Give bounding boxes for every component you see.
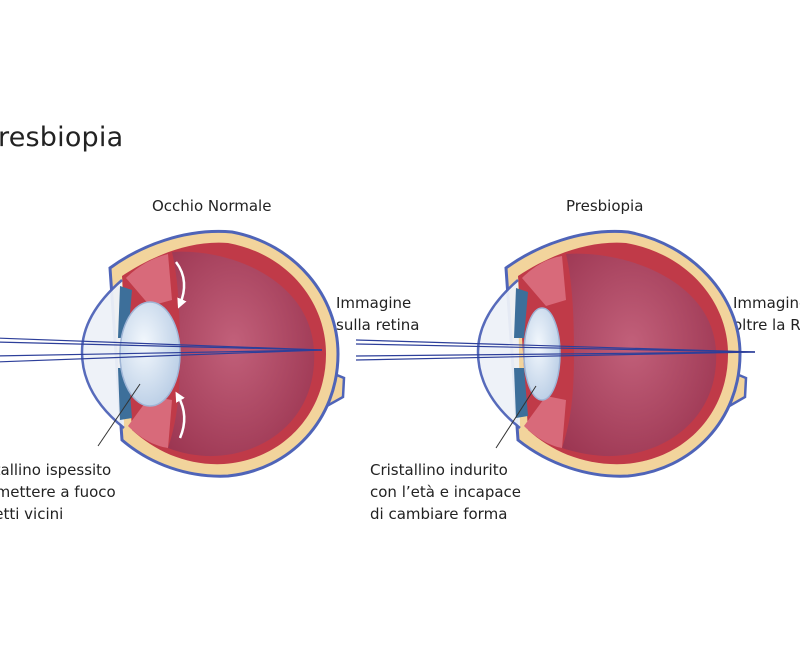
ciliary-body-bottom (128, 396, 172, 448)
label-line: per mettere a fuoco (0, 483, 116, 501)
label-line: Cristallino indurito (370, 461, 508, 479)
label-line: di cambiare forma (370, 505, 508, 523)
pointer-line (495, 385, 537, 449)
curved-arrow-icon (174, 261, 187, 309)
label-image-beyond-retina: Immagine oltre la Retina (733, 292, 800, 336)
iris-top (514, 288, 528, 338)
presbyopia-eye (355, 229, 756, 478)
pointer-line (97, 383, 141, 447)
heading-presbyopia-eye: Presbiopia (566, 197, 644, 215)
label-line: oggetti vicini (0, 505, 64, 523)
light-rays (355, 339, 756, 361)
page-title: Presbiopia (0, 122, 124, 153)
ciliary-body-bottom (524, 396, 566, 448)
label-line: con l’età e incapace (370, 483, 522, 501)
label-line: Cristallino ispessito (0, 461, 112, 479)
label-lens-thickened: Cristallino ispessito per mettere a fuoc… (0, 459, 116, 525)
label-line: Immagine (336, 294, 412, 312)
curved-arrow-icon (175, 391, 186, 439)
label-lens-hardened: Cristallino indurito con l’età e incapac… (370, 459, 521, 525)
ciliary-body-top (522, 256, 566, 306)
heading-normal-eye: Occhio Normale (152, 197, 272, 215)
label-line: Immagine (733, 294, 800, 312)
ciliary-body-top (126, 254, 172, 306)
label-line: sulla retina (336, 316, 420, 334)
iris-bottom (514, 368, 528, 418)
vitreous-body (168, 251, 315, 457)
label-image-on-retina: Immagine sulla retina (336, 292, 419, 336)
label-line: oltre la Retina (733, 316, 800, 334)
light-rays (0, 337, 323, 363)
normal-eye (0, 229, 346, 478)
